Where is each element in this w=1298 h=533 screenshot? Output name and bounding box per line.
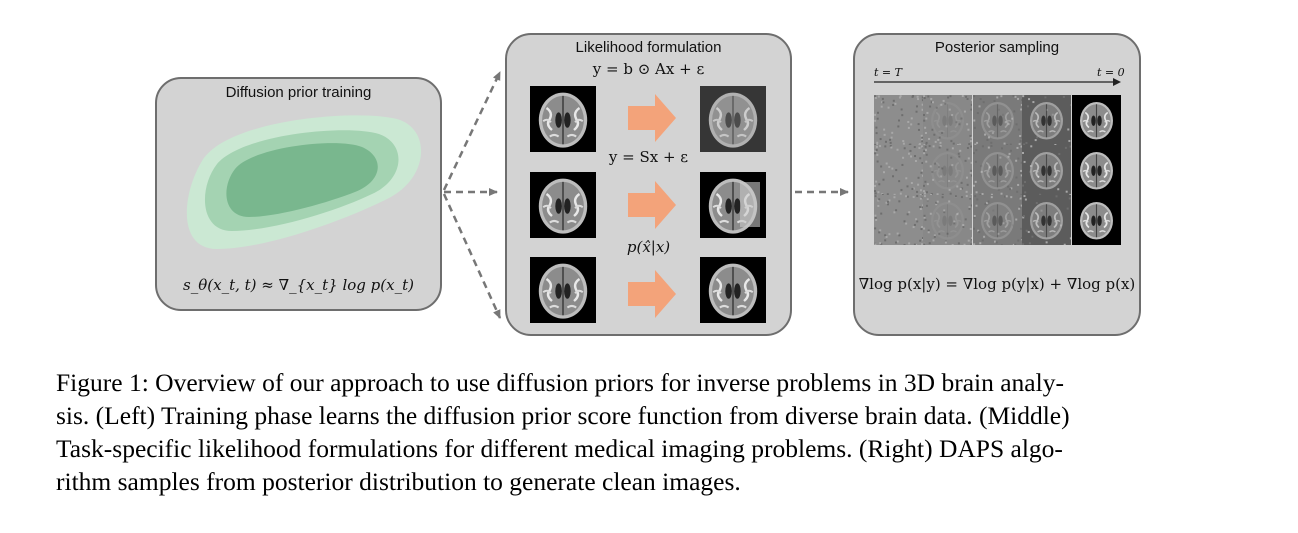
caption-line-3: Task-specific likelihood formulations fo…: [56, 434, 1063, 463]
sampling-cell: [923, 145, 973, 195]
time-start-label: t = T: [874, 66, 902, 79]
likelihood-title: Likelihood formulation: [575, 39, 722, 56]
brain-input-2: [530, 172, 596, 238]
sampling-cell: [1071, 145, 1121, 195]
sampling-cell: [923, 95, 973, 145]
brain-input-1: [530, 86, 596, 152]
diffusion-prior-title: Diffusion prior training: [225, 84, 372, 101]
figure-caption: Figure 1: Overview of our approach to us…: [56, 366, 1246, 498]
sampling-cell: [1071, 195, 1121, 245]
caption-line-2: sis. (Left) Training phase learns the di…: [56, 401, 1070, 430]
brain-output-3: [700, 257, 766, 323]
sampling-cell: [1022, 95, 1072, 145]
sampling-cell: [972, 145, 1022, 195]
sampling-cell: [1022, 195, 1072, 245]
posterior-formula: ∇log p(x|y) = ∇log p(y|x) + ∇log p(x): [858, 275, 1136, 293]
orange-arrow-2: [628, 181, 676, 229]
super-resolution-equation: y = Sx + ε: [608, 148, 689, 166]
brain-output-1: [700, 86, 766, 152]
inpainting-equation: y = b ⊙ Ax + ε: [592, 60, 705, 78]
caption-line-1: Figure 1: Overview of our approach to us…: [56, 368, 1064, 397]
brain-output-2: [700, 172, 766, 238]
orange-arrow-1: [628, 94, 676, 142]
time-end-label: t = 0: [1097, 66, 1125, 79]
caption-line-4: rithm samples from posterior distributio…: [56, 467, 741, 496]
arrow-to-inpainting: [442, 71, 502, 191]
sampling-cell: [874, 95, 923, 145]
diffusion-prior-panel: Diffusion prior training s_θ(x_t, t) ≈ ∇…: [155, 77, 442, 311]
sampling-cell: [874, 145, 923, 195]
score-function-formula: s_θ(x_t, t) ≈ ∇_{x_t} log p(x_t): [183, 276, 414, 294]
sampling-cell: [923, 195, 973, 245]
denoising-likelihood: p(x̂|x): [626, 238, 671, 256]
sampling-cell: [1071, 95, 1121, 145]
brain-input-3: [530, 257, 596, 323]
prior-density-blob: [186, 115, 422, 250]
orange-arrow-3: [628, 270, 676, 318]
sampling-cell: [972, 195, 1022, 245]
sampling-cell: [1022, 145, 1072, 195]
arrow-to-denoising: [442, 193, 502, 319]
sampling-cell: [874, 195, 923, 245]
sampling-cell: [972, 95, 1022, 145]
posterior-title: Posterior sampling: [934, 39, 1060, 56]
sampling-image-grid: [874, 95, 1121, 245]
